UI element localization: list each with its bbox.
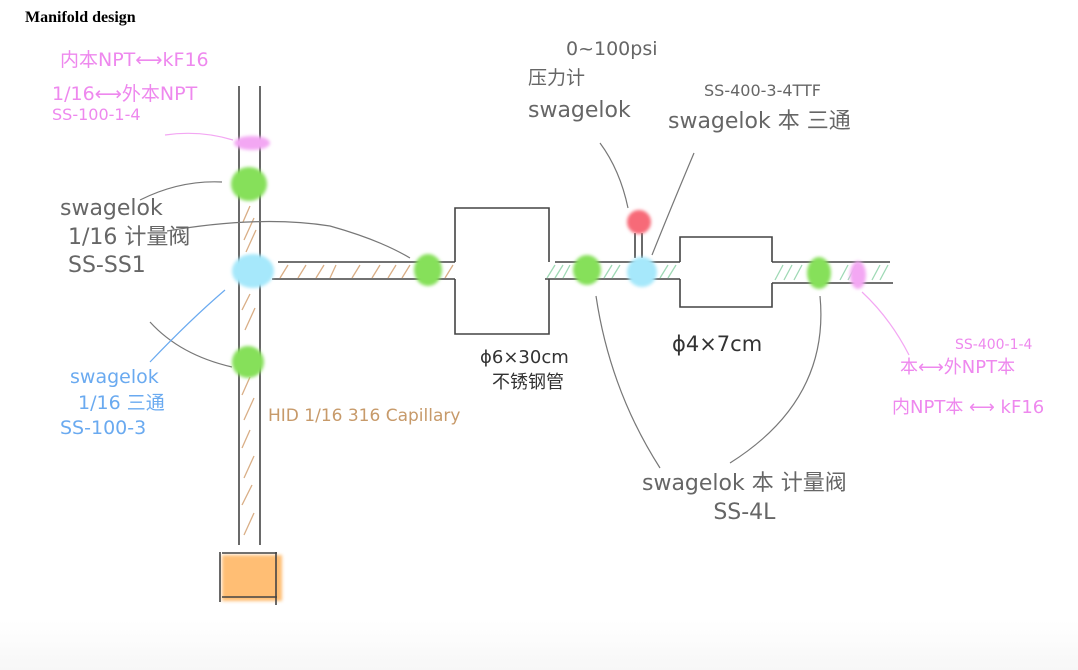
metering-valve-left-upper bbox=[231, 167, 267, 201]
top-left-adapter-label: 内本NPT⟷kF16 1/16⟷外本NPT SS-100-1-4 bbox=[52, 49, 209, 124]
right-adapter-label: SS-400-1-4 本⟷外NPT本 内NPT本 ⟷ kF16 bbox=[892, 336, 1044, 419]
leader-lines bbox=[139, 142, 822, 469]
pump-connector bbox=[219, 552, 282, 605]
pressure-gauge-range: 0~100psi bbox=[566, 38, 658, 60]
right-adapter-part: SS-400-1-4 bbox=[955, 337, 1033, 353]
top-adapter-fitting bbox=[234, 136, 270, 150]
horizontal-capillary-hatch bbox=[279, 264, 454, 279]
valve-after-large-cylinder bbox=[573, 255, 601, 285]
valve-before-large-cylinder bbox=[414, 254, 442, 286]
metering-valve-left-lower bbox=[232, 346, 264, 378]
pink-leader-right bbox=[861, 291, 910, 356]
large-cylinder-label: ϕ6×30cm 不锈钢管 bbox=[480, 345, 569, 395]
right-adapter-line2: 本⟷外NPT本 bbox=[900, 357, 1016, 379]
pressure-gauge-name: 压力计 bbox=[528, 67, 586, 90]
metering-valve-right-part: SS-4L bbox=[713, 499, 776, 525]
top-left-adapter-line2: 1/16⟷外本NPT bbox=[52, 82, 198, 105]
tee-right-fitting bbox=[627, 257, 657, 287]
metering-valve-right-name: swagelok 本 计量阀 bbox=[642, 471, 847, 496]
pink-leader-top bbox=[164, 132, 234, 141]
steel-tube bbox=[545, 261, 893, 284]
vertical-capillary-tube bbox=[238, 86, 261, 545]
capillary-label: HID 1/16 316 Capillary bbox=[268, 406, 461, 426]
right-adapter-fitting bbox=[850, 261, 866, 289]
gauge-stem bbox=[634, 233, 643, 258]
tee-right-part: SS-400-3-4TTF bbox=[704, 81, 821, 100]
small-steel-cylinder bbox=[679, 236, 773, 308]
pressure-gauge-brand: swagelok bbox=[528, 97, 631, 123]
metering-valve-right bbox=[807, 257, 831, 289]
pressure-gauge-label: 0~100psi 压力计 swagelok bbox=[528, 35, 658, 128]
tee-left-line3: SS-100-3 bbox=[60, 417, 147, 440]
tee-left-line2: 1/16 三通 bbox=[78, 391, 165, 414]
steel-tube-hatch bbox=[546, 264, 889, 281]
tee-left-fitting bbox=[232, 254, 274, 288]
top-left-adapter-line3: SS-100-1-4 bbox=[52, 104, 141, 124]
tee-left-label: swagelok 1/16 三通 SS-100-3 bbox=[60, 365, 165, 442]
large-cylinder-dim: ϕ6×30cm bbox=[480, 347, 569, 368]
large-steel-cylinder bbox=[454, 207, 550, 335]
top-left-adapter-line1: 内本NPT⟷kF16 bbox=[60, 49, 209, 71]
large-cylinder-material: 不锈钢管 bbox=[492, 372, 564, 394]
pressure-gauge bbox=[627, 210, 651, 234]
tee-left-line1: swagelok bbox=[70, 366, 159, 388]
small-cylinder-label: ϕ4×7cm bbox=[672, 332, 763, 356]
tee-right-name: swagelok 本 三通 bbox=[668, 108, 851, 134]
right-adapter-line3: 内NPT本 ⟷ kF16 bbox=[892, 396, 1045, 418]
metering-valve-right-label: swagelok 本 计量阀 SS-4L bbox=[642, 470, 847, 527]
metering-valve-left-line3: SS-SS1 bbox=[68, 253, 146, 279]
metering-valve-left-line2: 1/16 计量阀 bbox=[68, 224, 191, 250]
tee-left-leader bbox=[149, 289, 226, 363]
metering-valve-left-label: swagelok 1/16 计量阀 SS-SS1 bbox=[60, 195, 190, 281]
tee-right-label: SS-400-3-4TTF swagelok 本 三通 bbox=[668, 78, 851, 139]
metering-valve-left-line1: swagelok bbox=[60, 196, 163, 221]
page-title: Manifold design bbox=[25, 9, 136, 26]
